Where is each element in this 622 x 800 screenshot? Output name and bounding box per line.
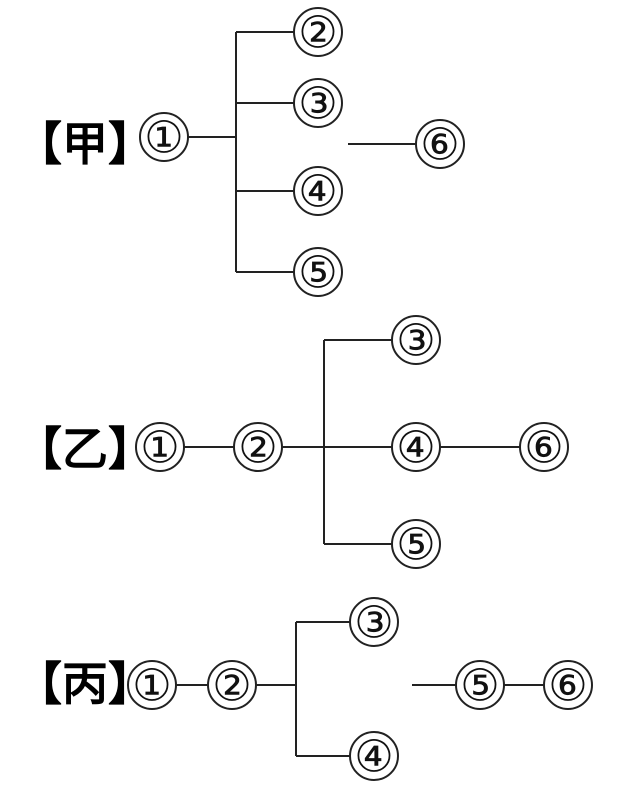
node-5: ⑤: [293, 247, 343, 299]
node-5-label: ⑤: [298, 248, 337, 299]
node-1-label: ①: [144, 113, 183, 164]
diagram-jia: 【甲】 ① ② ③ ④ ⑤ ⑥: [16, 7, 465, 299]
diagram-bing: 【丙】 ① ② ③ ④ ⑤ ⑥: [16, 597, 593, 783]
node-5: ⑤: [391, 519, 441, 571]
node-6: ⑥: [543, 660, 593, 712]
node-3-label: ③: [354, 598, 393, 649]
node-3: ③: [293, 78, 343, 130]
node-2-label: ②: [298, 8, 337, 59]
diagram-yi: 【乙】 ① ② ③ ④ ⑤ ⑥: [16, 315, 569, 571]
node-6-label: ⑥: [548, 661, 587, 712]
diagram-label-jia: 【甲】: [16, 117, 154, 171]
node-5-label: ⑤: [460, 661, 499, 712]
node-2-label: ②: [212, 661, 251, 712]
node-3: ③: [391, 315, 441, 367]
node-6-label: ⑥: [524, 423, 563, 474]
diagram-label-yi: 【乙】: [16, 422, 154, 476]
node-2: ②: [293, 7, 343, 59]
node-2: ②: [207, 660, 257, 712]
node-6-label: ⑥: [420, 120, 459, 171]
node-4: ④: [349, 731, 399, 783]
node-2: ②: [233, 422, 283, 474]
node-2-label: ②: [238, 423, 277, 474]
node-1: ①: [127, 660, 177, 712]
node-3-label: ③: [396, 316, 435, 367]
node-1-label: ①: [140, 423, 179, 474]
node-1: ①: [139, 112, 189, 164]
node-5-label: ⑤: [396, 520, 435, 571]
node-4: ④: [293, 166, 343, 218]
node-4-label: ④: [354, 732, 393, 783]
node-5: ⑤: [455, 660, 505, 712]
node-4-label: ④: [298, 167, 337, 218]
node-6: ⑥: [415, 119, 465, 171]
node-3: ③: [349, 597, 399, 649]
node-4-label: ④: [396, 423, 435, 474]
node-4: ④: [391, 422, 441, 474]
node-1-label: ①: [132, 661, 171, 712]
node-6: ⑥: [519, 422, 569, 474]
node-1: ①: [135, 422, 185, 474]
node-3-label: ③: [298, 79, 337, 130]
